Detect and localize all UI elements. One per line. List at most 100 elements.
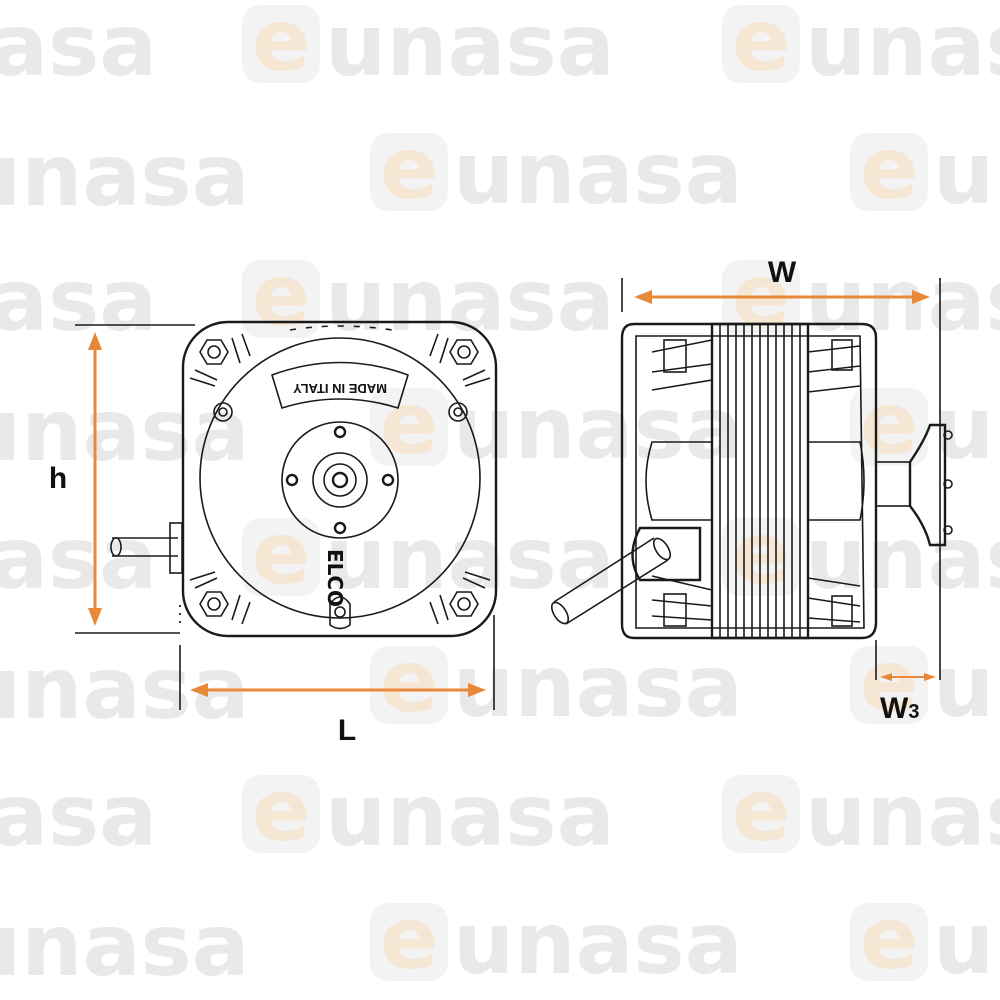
watermark-tail: asa [0,509,157,609]
watermark-rest: unasa [453,379,743,479]
watermark-logo: e unasa [850,889,1000,994]
dim-label-w3-main: W [880,692,909,725]
watermark-rest: unasa [325,509,615,609]
watermark-logo: e unasa [722,761,1000,866]
watermark-rest: unasa [0,896,250,996]
watermark-rest: unasa [805,509,1000,609]
corner-slot [231,333,251,364]
watermark-logo: e unasa [242,0,615,96]
watermark-rest: unasa [805,0,1000,96]
front-housing-circle [199,337,481,619]
corner-slot [462,571,491,589]
watermark-logo: e unasa [242,761,615,866]
dim-label-h: h [49,462,67,495]
watermark-e: e [860,889,918,989]
watermark-tail: asa [0,251,157,351]
front-top-arc [289,325,393,331]
watermark-e: e [252,761,310,861]
watermark-e: e [380,632,438,732]
front-plate [181,320,498,638]
watermark-rest: unasa [0,381,250,481]
hex-bolt-icon [199,591,229,617]
tie-bolt [651,575,713,627]
shaft-hub [875,423,953,547]
hex-bolt-icon [449,591,479,617]
watermark-rest: unasa [325,251,615,351]
mount-hole-icon [329,596,351,630]
watermark-e: e [252,0,310,91]
dim-label-l: L [338,714,356,747]
w3-arrowhead-right [924,673,936,681]
tie-bolt [807,577,861,627]
watermark-logo: e unasa [850,119,1000,224]
dimension-lines: h L W W3 [49,256,941,747]
watermark-logo: e unasa [722,0,1000,96]
watermark-e: e [380,889,438,989]
watermark-row-4: unasa e unasa e unasa [0,374,1000,481]
watermark-row-2: unasa e unasa e unasa [0,119,1000,226]
watermark-logo: e unasa [370,889,743,994]
side-cable [550,526,702,625]
flange-hole [333,521,347,535]
corner-slot [429,594,449,625]
flange-hole [285,473,299,487]
watermark-e: e [732,0,790,91]
mount-hole-icon [448,402,468,422]
tie-bolt [651,339,713,391]
watermark-tail: asa [0,0,157,96]
watermark-rest: unasa [325,0,615,96]
shaft-icon [331,471,349,489]
w-arrowhead-right [912,290,930,304]
watermark-row-8: unasa e unasa e unasa [0,889,1000,996]
watermark-row-3: asa e unasa e unasa [0,246,1000,351]
watermark-e: e [860,374,918,474]
elco-logo: ELCO [323,549,347,607]
mount-hole-icon [213,402,233,422]
flange-hole [333,425,347,439]
watermark-rest: unasa [453,637,743,737]
watermark-rest: unasa [933,124,1000,224]
winding-left [645,441,713,521]
corner-slot [189,571,218,589]
watermark-logo: e unasa [850,374,1000,479]
watermark-logo: e unasa [850,632,1000,737]
watermark-rest: unasa [933,379,1000,479]
h-arrowhead-top [88,332,102,350]
shaft-ring-inner [323,463,357,497]
front-view: MADE IN ITALY ELCO [110,320,498,638]
front-cable [110,522,183,574]
dim-label-w: W [768,256,797,289]
watermark-rest: unasa [805,766,1000,866]
watermark-rest: unasa [933,894,1000,994]
watermark-e: e [860,632,918,732]
center-flange [281,421,399,539]
watermark-row-6: unasa e unasa e unasa [0,632,1000,739]
dim-label-w3: W3 [880,692,919,725]
watermark-rest: unasa [453,124,743,224]
h-arrowhead-bottom [88,608,102,626]
side-frame-inner [635,335,865,629]
watermark-e: e [252,246,310,346]
made-in-italy-text: MADE IN ITALY [293,381,387,396]
watermark-row-7: asa e unasa e unasa [0,761,1000,866]
corner-slot [231,594,251,625]
flange-hole [381,473,395,487]
w-arrowhead-left [634,290,652,304]
watermark-logo: e unasa [370,374,743,479]
watermark-tail: asa [0,766,157,866]
watermark-e: e [860,119,918,219]
corner-slot [189,369,218,387]
tie-bolt [807,339,861,393]
l-arrowhead-right [468,683,486,697]
watermark-rest: unasa [933,637,1000,737]
l-arrowhead-left [190,683,208,697]
watermark-logo: e unasa [722,504,1000,609]
watermark-logo: e unasa [242,246,615,351]
side-view [550,322,953,640]
w3-arrowhead-left [880,673,892,681]
dim-label-w3-sub: 3 [908,701,919,723]
side-frame [620,322,878,640]
watermark-rest: unasa [805,251,1000,351]
watermark-rest: unasa [453,894,743,994]
